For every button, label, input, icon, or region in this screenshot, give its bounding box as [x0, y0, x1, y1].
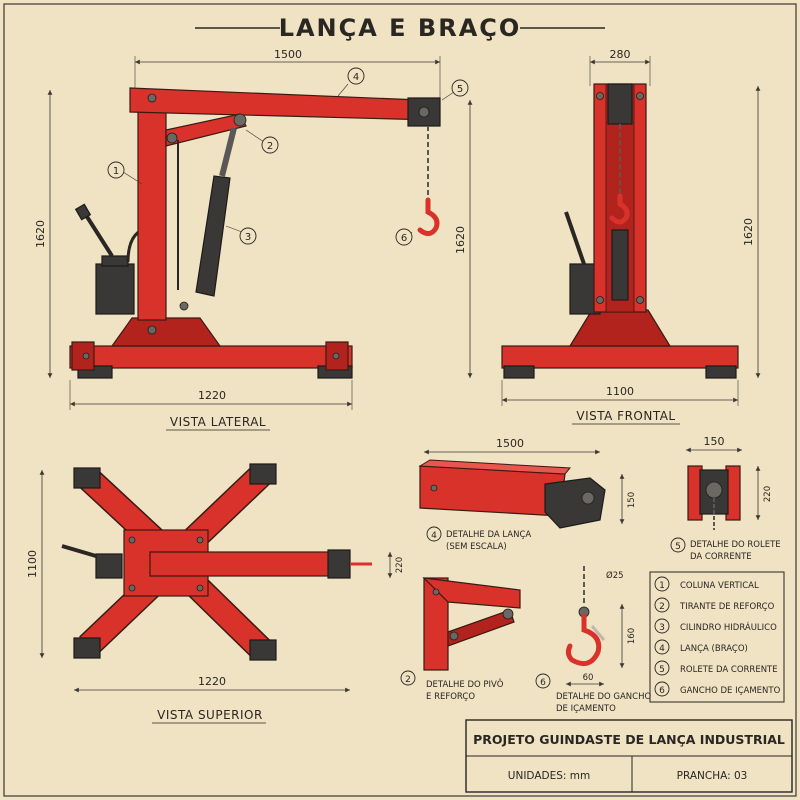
detail-4-number: 4 — [431, 531, 437, 541]
legend-item: 3 CILINDRO HIDRÁULICO — [654, 618, 777, 634]
callout-4: 4 — [353, 72, 359, 83]
view-label-frontal: VISTA FRONTAL — [576, 409, 675, 423]
page-title: LANÇA E BRAÇO — [279, 14, 522, 42]
dim-roller-height: 220 — [763, 486, 773, 502]
dim-boom-height: 150 — [627, 492, 637, 508]
detail-roller: 150 220 5 DETALHE DO ROLETE DA CORRENTE — [670, 435, 781, 562]
detail-6-line1: DETALHE DO GANCHO — [556, 692, 651, 702]
frontal-base-beam — [501, 345, 739, 369]
title-block: PROJETO GUINDASTE DE LANÇA INDUSTRIAL UN… — [465, 719, 793, 793]
hydraulic-cylinder — [195, 175, 231, 297]
legend-label: LANÇA (BRAÇO) — [680, 644, 748, 654]
legend-item: 4 LANÇA (BRAÇO) — [654, 639, 748, 655]
dim-superior-beam: 220 — [395, 557, 405, 573]
dim-boom-length: 1500 — [496, 437, 524, 450]
detail-5-line1: DETALHE DO ROLETE — [690, 540, 781, 550]
legend-label: GANCHO DE IÇAMENTO — [680, 686, 781, 696]
dim-lateral-base: 1220 — [198, 389, 226, 402]
detail-4-line2: (SEM ESCALA) — [446, 542, 507, 552]
frontal-view: 280 1620 1100 VISTA FRONTAL — [501, 48, 761, 425]
brace-tie — [165, 113, 247, 147]
parts-legend: 1 COLUNA VERTICAL 2 TIRANTE DE REFORÇO 3… — [649, 571, 785, 703]
legend-num: 3 — [659, 623, 665, 633]
lateral-view: 1500 1620 1620 — [34, 48, 473, 431]
legend-num: 2 — [659, 602, 665, 612]
legend-item: 1 COLUNA VERTICAL — [654, 576, 759, 592]
detail-5-line2: DA CORRENTE — [690, 552, 752, 562]
detail-5-number: 5 — [675, 542, 681, 552]
sheet-border — [3, 3, 797, 797]
detail-6-number: 6 — [540, 678, 546, 688]
dim-frontal-top: 280 — [610, 48, 631, 61]
dim-lateral-width: 1500 — [274, 48, 302, 61]
dim-frontal-base: 1100 — [606, 385, 634, 398]
detail-2-line1: DETALHE DO PIVÔ — [426, 678, 504, 690]
dim-hook-diameter: Ø25 — [606, 570, 624, 581]
dim-superior-width: 1220 — [198, 675, 226, 688]
vertical-column — [137, 91, 167, 321]
title-block-top: LANÇA E BRAÇO — [195, 14, 605, 42]
dim-hook-height: 160 — [627, 628, 637, 644]
detail-2-number: 2 — [405, 675, 411, 685]
legend-num: 5 — [659, 665, 665, 675]
callout-2: 2 — [267, 141, 273, 152]
detail-2-line2: E REFORÇO — [426, 692, 475, 702]
legend-label: COLUNA VERTICAL — [680, 581, 759, 591]
detail-boom: 1500 150 4 DETALHE DA LANÇA (SEM ESCALA) — [418, 437, 637, 552]
detail-pivot: 2 DETALHE DO PIVÔ E REFORÇO — [400, 577, 521, 702]
superior-boom — [149, 551, 335, 577]
legend-item: 2 TIRANTE DE REFORÇO — [654, 597, 775, 613]
sheet-number: PRANCHA: 03 — [677, 770, 748, 782]
dim-frontal-height: 1620 — [742, 218, 755, 246]
project-name: PROJETO GUINDASTE DE LANÇA INDUSTRIAL — [473, 732, 785, 747]
superior-view: 1100 220 1220 VISTA SUPERIOR — [26, 463, 405, 724]
callout-1: 1 — [113, 166, 119, 177]
dim-roller-width: 150 — [704, 435, 725, 448]
detail-6-line2: DE IÇAMENTO — [556, 704, 616, 714]
callout-3: 3 — [245, 232, 251, 243]
legend-label: TIRANTE DE REFORÇO — [679, 602, 775, 612]
detail-4-line1: DETALHE DA LANÇA — [446, 530, 531, 540]
dim-superior-height: 1100 — [26, 550, 39, 578]
units-label: UNIDADES: mm — [508, 770, 590, 782]
column-footing — [110, 317, 222, 347]
dim-hook-width: 60 — [583, 673, 594, 683]
lateral-base-beam — [69, 345, 353, 369]
callout-5: 5 — [457, 84, 463, 95]
legend-num: 4 — [659, 644, 665, 654]
legend-num: 6 — [659, 686, 665, 696]
dim-lateral-height-left: 1620 — [34, 220, 47, 248]
detail-hook: Ø25 160 60 6 DETALHE DO GANCHO DE IÇAMEN… — [535, 566, 651, 714]
view-label-lateral: VISTA LATERAL — [170, 415, 266, 429]
hydraulic-pump — [95, 263, 135, 315]
callout-6: 6 — [401, 233, 407, 244]
dim-lateral-height-right: 1620 — [454, 226, 467, 254]
view-label-superior: VISTA SUPERIOR — [157, 708, 263, 722]
legend-label: CILINDRO HIDRÁULICO — [680, 621, 777, 633]
boom-arm — [129, 87, 434, 121]
lifting-hook — [417, 197, 440, 236]
legend-label: ROLETE DA CORRENTE — [680, 665, 778, 675]
boom-head-detail — [544, 477, 606, 529]
legend-num: 1 — [659, 581, 665, 591]
legend-item: 5 ROLETE DA CORRENTE — [654, 660, 778, 676]
legend-item: 6 GANCHO DE IÇAMENTO — [654, 681, 781, 697]
hook-detail-shape — [565, 613, 602, 667]
